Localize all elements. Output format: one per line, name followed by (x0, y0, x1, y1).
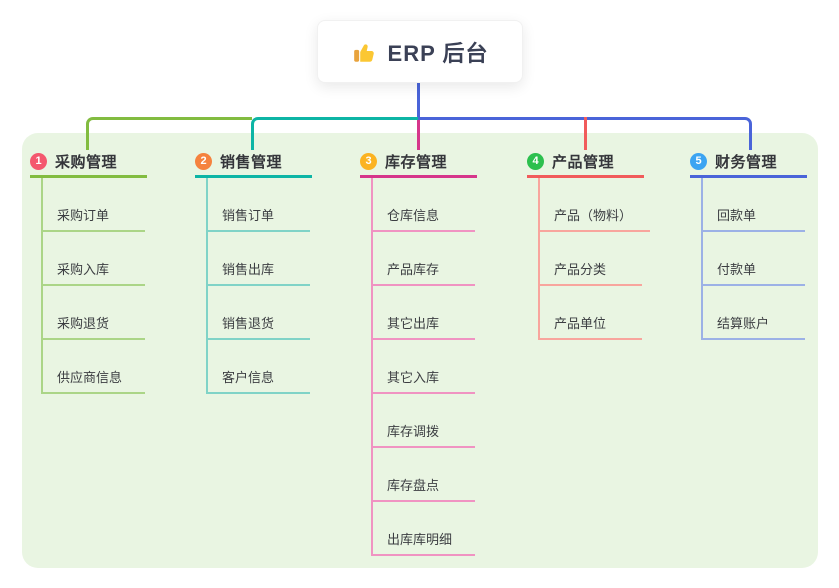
node-item: 库存调拨 (373, 394, 475, 448)
badge-2: 2 (195, 152, 212, 170)
branches-panel (22, 133, 818, 568)
node-label: 产品单位 (540, 313, 642, 340)
trunk-connector (417, 83, 420, 119)
branch-children-inventory: 仓库信息 产品库存 其它出库 其它入库 库存调拨 库存盘点 出库库明细 (371, 178, 475, 556)
branch-children-product: 产品（物料） 产品分类 产品单位 (538, 178, 651, 340)
node-item: 其它出库 (373, 286, 475, 340)
node-item: 产品（物料） (540, 178, 651, 232)
node-item: 销售退货 (208, 286, 310, 340)
connector-branch-3 (417, 120, 420, 150)
node-item: 结算账户 (703, 286, 805, 340)
branch-header-inventory: 3 库存管理 (360, 147, 477, 178)
thumbs-up-icon (352, 39, 378, 65)
node-label: 销售退货 (208, 313, 310, 340)
badge-1: 1 (30, 152, 47, 170)
badge-5: 5 (690, 152, 707, 170)
node-item: 采购退货 (43, 286, 145, 340)
node-label: 采购订单 (43, 205, 145, 232)
branch-header-product: 4 产品管理 (527, 147, 644, 178)
node-item: 销售订单 (208, 178, 310, 232)
node-label: 仓库信息 (373, 205, 475, 232)
connector-branch-4 (584, 117, 587, 150)
branch-children-sales: 销售订单 销售出库 销售退货 客户信息 (206, 178, 310, 394)
branch-header-purchase: 1 采购管理 (30, 147, 147, 178)
node-label: 供应商信息 (43, 367, 145, 394)
branch-header-sales: 2 销售管理 (195, 147, 312, 178)
node-label: 采购退货 (43, 313, 145, 340)
node-item: 其它入库 (373, 340, 475, 394)
badge-4: 4 (527, 152, 544, 170)
connector-branch-1 (86, 117, 252, 150)
node-label: 销售出库 (208, 259, 310, 286)
node-label: 出库库明细 (373, 529, 475, 556)
node-item: 销售出库 (208, 232, 310, 286)
branch-title: 销售管理 (220, 153, 283, 171)
node-item: 仓库信息 (373, 178, 475, 232)
node-item: 回款单 (703, 178, 805, 232)
node-label: 产品（物料） (540, 205, 651, 232)
node-item: 供应商信息 (43, 340, 145, 394)
connector-branch-2 (251, 117, 418, 150)
node-label: 结算账户 (703, 313, 805, 340)
branch-title: 采购管理 (55, 153, 118, 171)
node-item: 库存盘点 (373, 448, 475, 502)
branch-title: 财务管理 (715, 153, 778, 171)
node-label: 产品分类 (540, 259, 642, 286)
node-item: 采购入库 (43, 232, 145, 286)
node-label: 销售订单 (208, 205, 310, 232)
node-label: 采购入库 (43, 259, 145, 286)
node-label: 回款单 (703, 205, 805, 232)
node-label: 产品库存 (373, 259, 475, 286)
branch-children-finance: 回款单 付款单 结算账户 (701, 178, 805, 340)
node-item: 产品分类 (540, 232, 650, 286)
root-node-erp-backend: ERP 后台 (317, 20, 523, 83)
node-label: 付款单 (703, 259, 805, 286)
node-item: 客户信息 (208, 340, 310, 394)
node-item: 产品单位 (540, 286, 650, 340)
branch-title: 产品管理 (552, 153, 615, 171)
node-label: 客户信息 (208, 367, 310, 394)
node-label: 库存盘点 (373, 475, 475, 502)
node-item: 付款单 (703, 232, 805, 286)
branch-children-purchase: 采购订单 采购入库 采购退货 供应商信息 (41, 178, 145, 394)
branch-title: 库存管理 (385, 153, 448, 171)
node-item: 采购订单 (43, 178, 145, 232)
node-label: 其它入库 (373, 367, 475, 394)
node-label: 其它出库 (373, 313, 475, 340)
node-item: 产品库存 (373, 232, 475, 286)
root-node-label: ERP 后台 (387, 40, 489, 66)
badge-3: 3 (360, 152, 377, 170)
branch-header-finance: 5 财务管理 (690, 147, 807, 178)
node-label: 库存调拨 (373, 421, 475, 448)
node-item: 出库库明细 (373, 502, 475, 556)
